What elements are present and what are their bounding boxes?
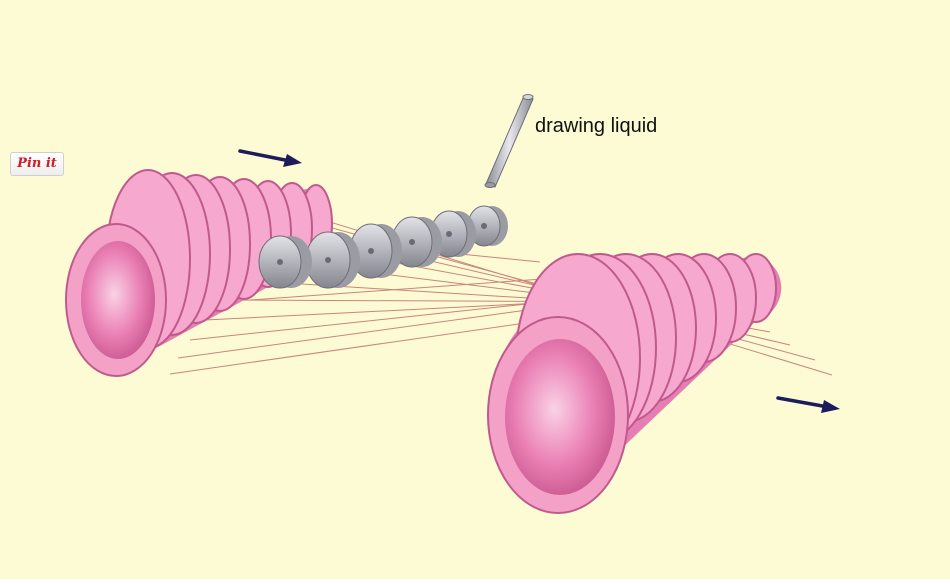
drawing-liquid-tube [484, 94, 534, 188]
roller-2 [305, 231, 360, 289]
output-direction-arrow-icon [776, 396, 840, 413]
roller-1 [258, 235, 312, 289]
roller-6 [467, 205, 508, 247]
roller-4 [391, 216, 442, 268]
roller-3 [349, 223, 402, 279]
pin-it-button[interactable]: Pin it [10, 152, 64, 176]
roller-5 [430, 210, 476, 258]
output-cone [487, 253, 782, 514]
input-direction-arrow-icon [238, 149, 302, 167]
roller-chain [258, 205, 508, 289]
drawing-liquid-label: drawing liquid [535, 115, 658, 137]
input-cone [65, 169, 333, 377]
